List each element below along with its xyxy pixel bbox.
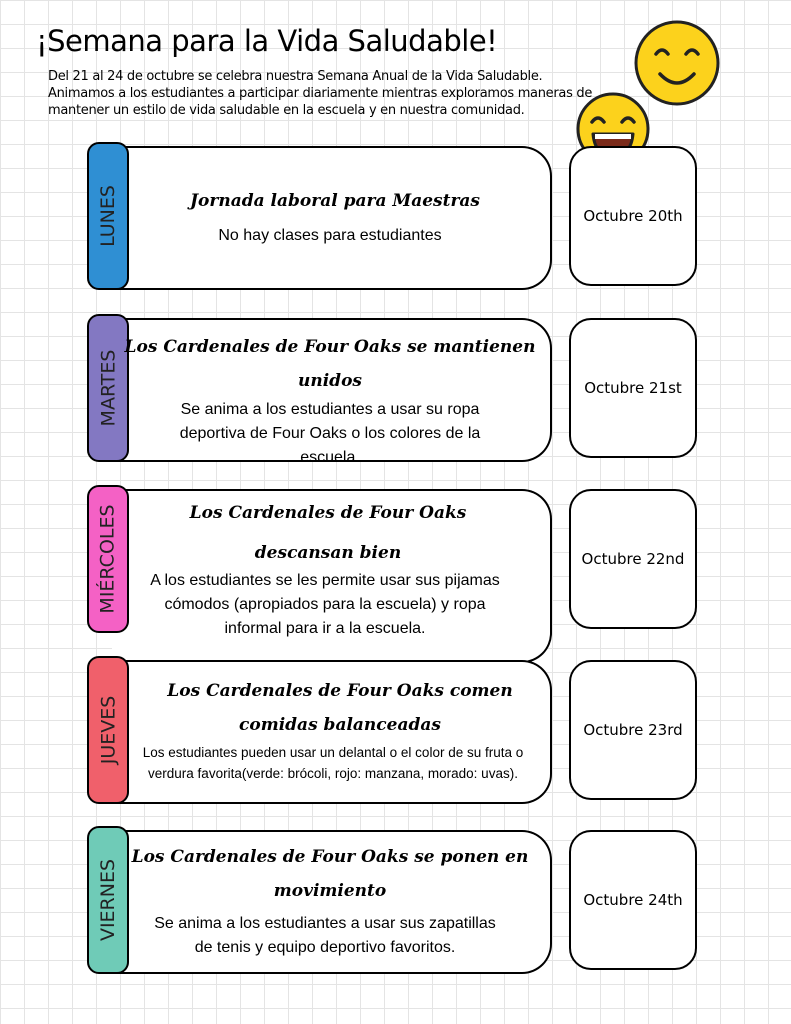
intro-text: Del 21 al 24 de octubre se celebra nuest… (48, 69, 593, 118)
event-title: Los Cardenales de Four Oaks comen comida… (167, 681, 513, 735)
event-description: A los estudiantes se les permite usar su… (150, 572, 500, 637)
day-tab-lunes: LUNES (87, 142, 129, 290)
event-title: Jornada laboral para Maestras (190, 191, 480, 211)
day-tab-jueves: JUEVES (87, 656, 129, 804)
date-box: Octubre 24th (569, 830, 697, 970)
day-row-miercoles: MIÉRCOLES Los Cardenales de Four Oaks de… (0, 485, 791, 663)
day-row-viernes: VIERNES Los Cardenales de Four Oaks se p… (0, 826, 791, 976)
event-card (112, 146, 552, 290)
date-label: Octubre 23rd (583, 721, 683, 739)
day-label: VIERNES (97, 858, 119, 942)
date-box: Octubre 22nd (569, 489, 697, 629)
date-box: Octubre 23rd (569, 660, 697, 800)
event-description: Se anima a los estudiantes a usar sus za… (154, 915, 496, 956)
day-tab-viernes: VIERNES (87, 826, 129, 974)
day-row-jueves: JUEVES Los Cardenales de Four Oaks comen… (0, 656, 791, 806)
event-title: Los Cardenales de Four Oaks se mantienen… (124, 337, 536, 391)
page-title: ¡Semana para la Vida Saludable! (36, 24, 498, 58)
date-box: Octubre 21st (569, 318, 697, 458)
smiling-face-emoji-icon (634, 20, 720, 106)
day-tab-martes: MARTES (87, 314, 129, 462)
event-card (112, 318, 552, 462)
date-label: Octubre 21st (584, 379, 682, 397)
date-label: Octubre 24th (583, 891, 683, 909)
day-row-martes: MARTES Los Cardenales de Four Oaks se ma… (0, 314, 791, 466)
event-description: No hay clases para estudiantes (218, 227, 442, 244)
day-label: MIÉRCOLES (97, 504, 120, 614)
date-box: Octubre 20th (569, 146, 697, 286)
day-label: JUEVES (97, 695, 120, 765)
event-description: Los estudiantes pueden usar un delantal … (142, 745, 524, 781)
day-label: MARTES (97, 349, 120, 427)
event-title: Los Cardenales de Four Oaks se ponen en … (131, 847, 529, 901)
date-label: Octubre 22nd (581, 550, 685, 568)
event-card (112, 830, 552, 974)
date-label: Octubre 20th (583, 207, 683, 225)
event-card (112, 660, 552, 804)
event-description: Se anima a los estudiantes a usar su rop… (179, 401, 481, 466)
day-tab-miercoles: MIÉRCOLES (87, 485, 129, 633)
event-title: Los Cardenales de Four Oaks descansan bi… (189, 503, 467, 563)
day-row-lunes: LUNES Jornada laboral para Maestras No h… (0, 142, 791, 292)
